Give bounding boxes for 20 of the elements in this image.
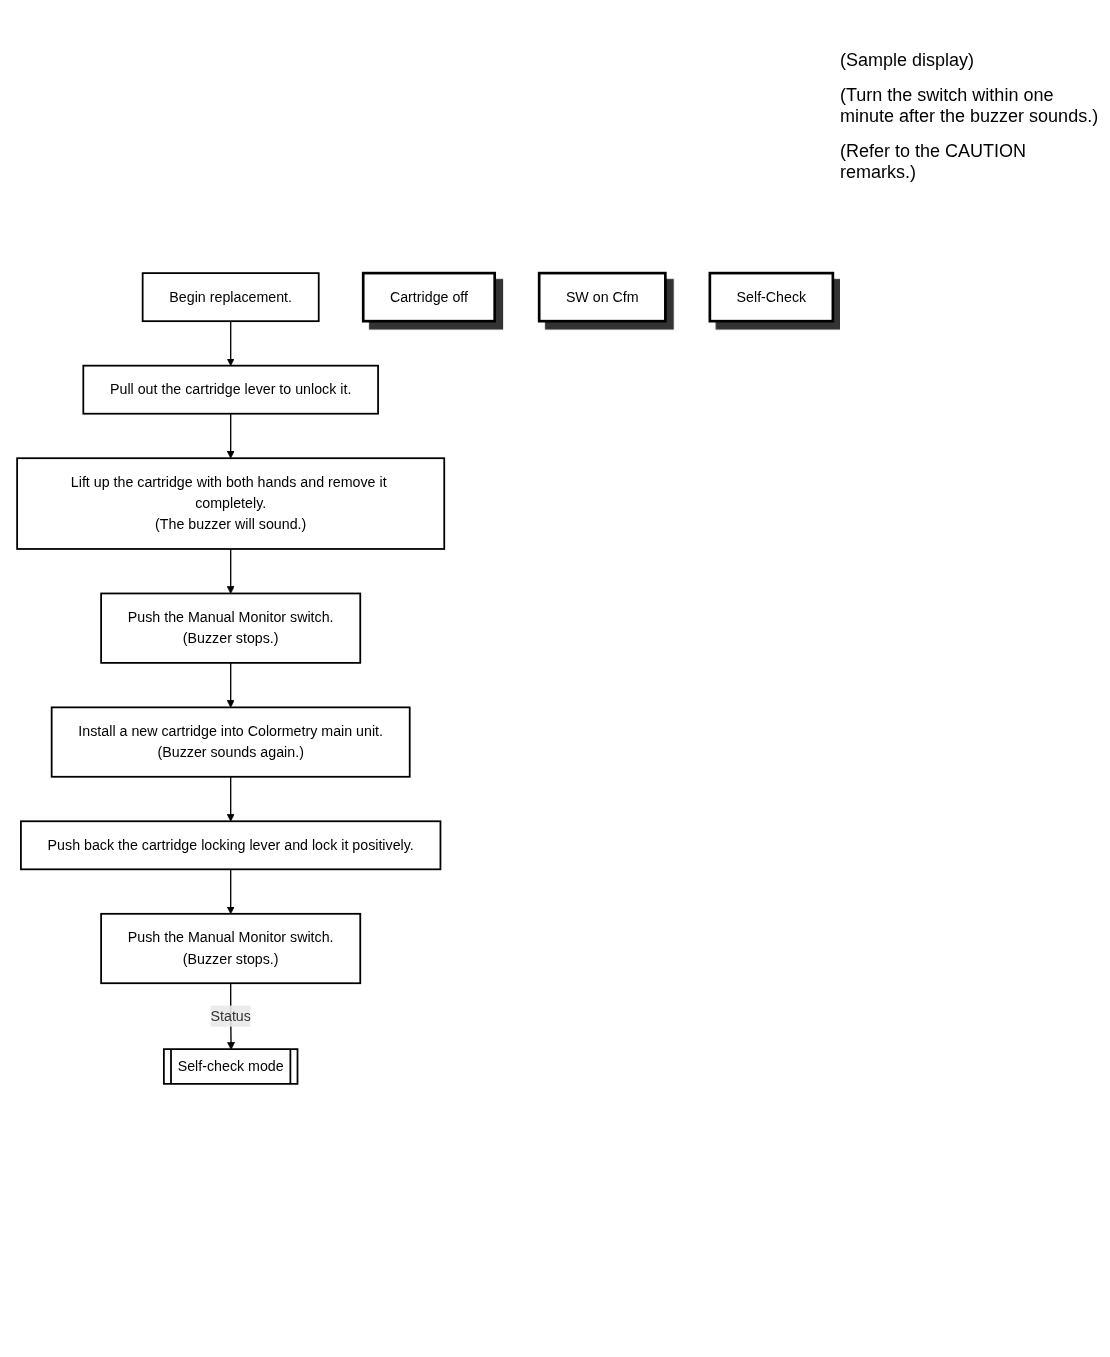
note-text: (Turn the switch within one minute after the buzzer sounds.) (840, 85, 1100, 127)
node-box: Push back the cartridge locking lever and lock it positively. (20, 820, 442, 871)
node-box: Self-Check (708, 271, 835, 323)
arrow (226, 413, 235, 459)
node-box: Push the Manual Monitor switch. (Buzzer stops.) (100, 592, 362, 664)
node-box: Pull out the cartridge lever to unlock it. (82, 364, 379, 415)
note-text: (Sample display) (840, 50, 976, 71)
arrow (226, 320, 235, 367)
edge-label: Status (210, 1008, 251, 1024)
node-box: Push the Manual Monitor switch. (Buzzer stops.) (100, 912, 362, 985)
arrow (226, 868, 235, 915)
node-box: Install a new cartridge into Colormetry main unit. (Buzzer sounds again.) (50, 706, 411, 778)
node-box: SW on Cfm (537, 271, 667, 323)
arrow (226, 548, 235, 594)
arrow (226, 776, 235, 822)
note-text: (Refer to the CAUTION remarks.) (840, 141, 1028, 183)
node-box: Lift up the cartridge with both hands and remove it completely. (The buzzer will sound.) (16, 457, 446, 550)
arrow (226, 662, 235, 708)
node-box: Cartridge off (361, 271, 497, 323)
node-box: Begin replacement. (141, 272, 320, 323)
